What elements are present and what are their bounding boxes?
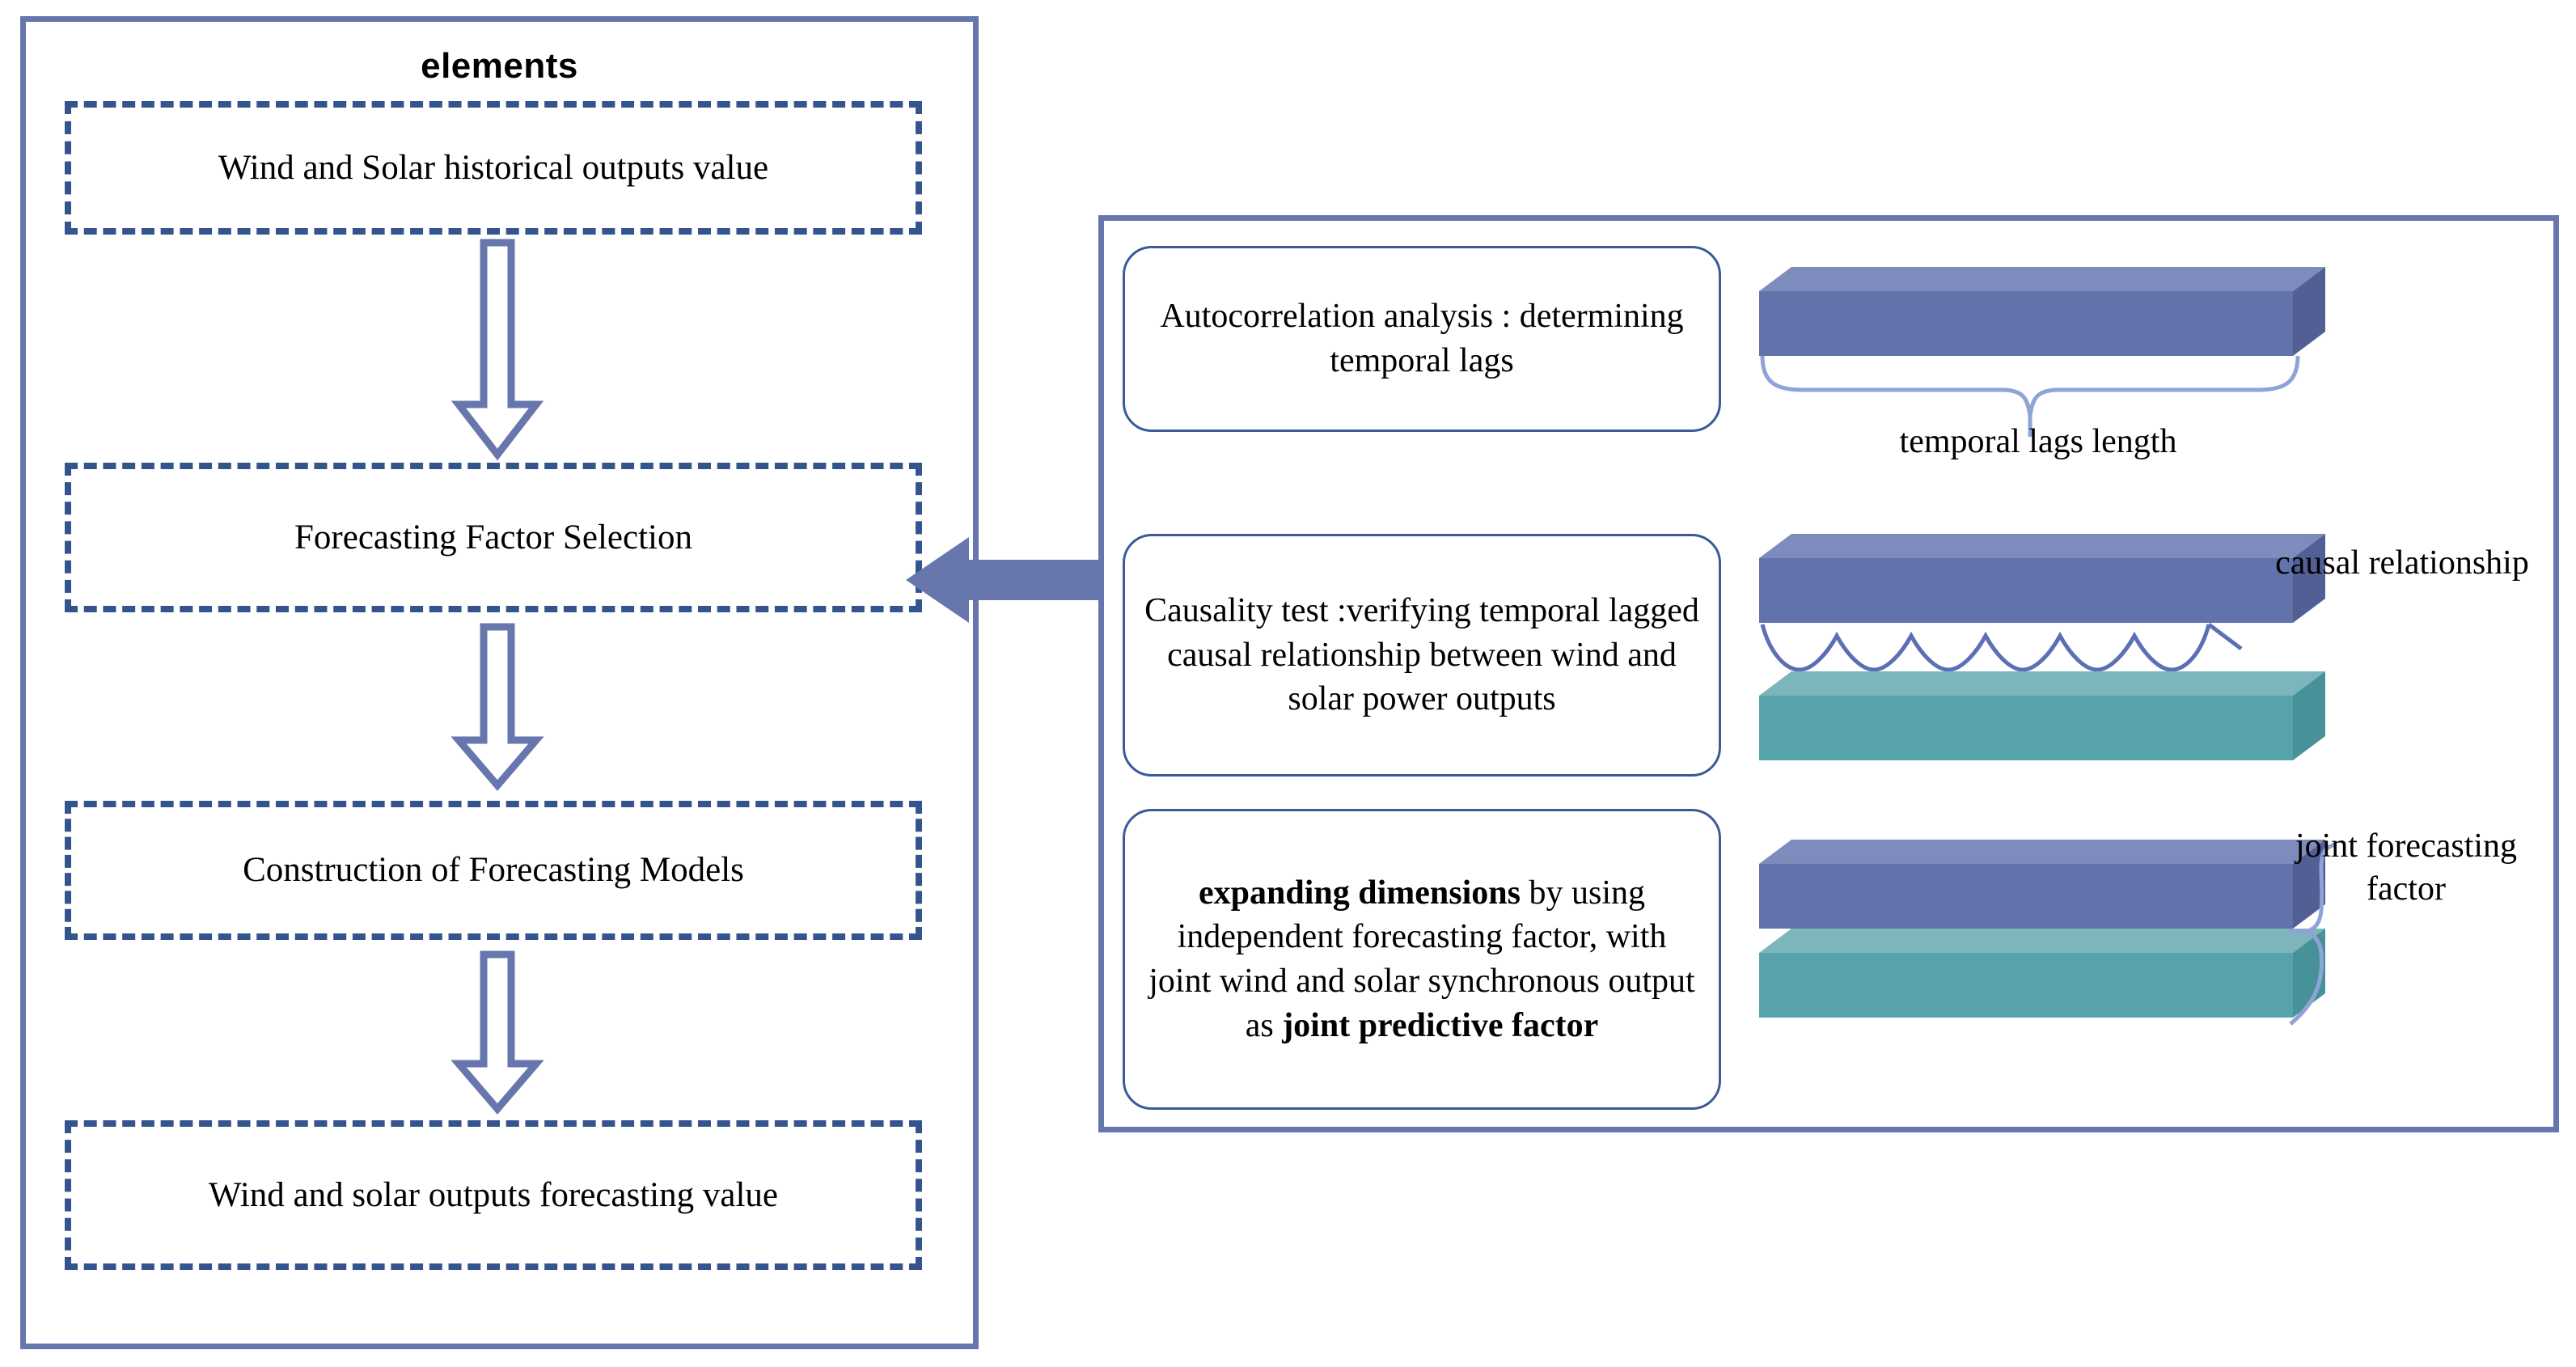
card-autocorrelation[interactable]: Autocorrelation analysis : determining t…: [1123, 246, 1721, 432]
flow-step-label: Construction of Forecasting Models: [243, 851, 744, 890]
flow-step-construction-of-models[interactable]: Construction of Forecasting Models: [65, 801, 922, 940]
bar-top-face: [1759, 267, 2325, 291]
annotation-causal-relationship: causal relationship: [2275, 544, 2529, 582]
bar-row-3-graphic: [1759, 840, 2325, 1034]
down-arrow-icon: [450, 623, 544, 791]
bar-side-face: [2293, 267, 2325, 356]
annotation-joint-forecasting-factor: joint forecasting factor: [2295, 827, 2518, 908]
flow-step-inputs[interactable]: Wind and Solar historical outputs value: [65, 101, 922, 235]
flow-step-label: Wind and Solar historical outputs value: [218, 148, 769, 187]
bar-row-2-graphic: [1759, 534, 2325, 768]
left-arrow-icon: [906, 534, 1104, 627]
card-text: Causality test :verifying temporal lagge…: [1144, 592, 1699, 718]
down-arrow-icon: [450, 950, 544, 1115]
side-brace-icon: [2289, 841, 2386, 1027]
bar-row-1-graphic: [1759, 267, 2325, 372]
curly-brace-icon: [1759, 355, 2301, 445]
annotation-temporal-lags-length: temporal lags length: [1899, 423, 2177, 460]
down-arrow-icon: [450, 239, 544, 461]
card-causality-test[interactable]: Causality test :verifying temporal lagge…: [1123, 534, 1721, 777]
flow-step-label: Wind and solar outputs forecasting value: [209, 1175, 778, 1214]
bar-front-face: [1759, 291, 2293, 356]
page-title: elements: [421, 46, 578, 86]
flow-step-forecasting-factor-selection[interactable]: Forecasting Factor Selection: [65, 463, 922, 612]
card-text: Autocorrelation analysis : determining t…: [1160, 298, 1684, 379]
flow-step-label: Forecasting Factor Selection: [294, 518, 692, 557]
flow-step-outputs[interactable]: Wind and solar outputs forecasting value: [65, 1120, 922, 1270]
card-expanding-dimensions[interactable]: expanding dimensions by using independen…: [1123, 809, 1721, 1110]
card-text: expanding dimensions by using independen…: [1148, 874, 1695, 1044]
